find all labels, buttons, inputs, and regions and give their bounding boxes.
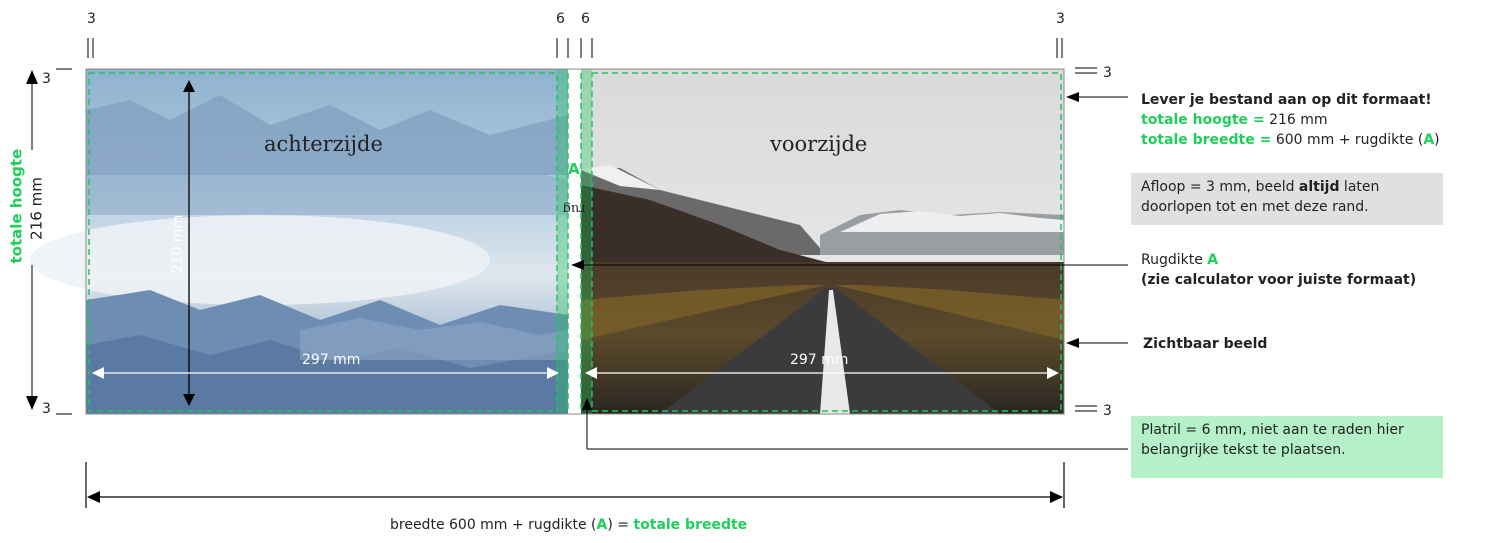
bleed-right-top-label: 3 (1103, 65, 1112, 81)
back-cover-title: achterzijde (264, 132, 383, 156)
trim-outline (85, 68, 1065, 415)
spine-note: Rugdikte A (zie calculator voor juiste f… (1141, 250, 1416, 290)
total-height-title: totale hoogte (7, 148, 26, 264)
deliver-height-label: totale hoogte = (1141, 112, 1265, 128)
bleed-top-left-label: 3 (87, 11, 96, 27)
front-width-arrow (585, 367, 1059, 379)
bleed-top-right-label: 3 (1056, 11, 1065, 27)
hinge-note: Platril = 6 mm, niet aan te raden hier b… (1131, 416, 1443, 478)
bleed-left-top-label: 3 (42, 71, 51, 87)
spine-note-letter: A (1207, 252, 1219, 268)
deliver-note: Lever je bestand aan op dit formaat! tot… (1141, 90, 1440, 150)
total-height-value: 216 mm (27, 177, 46, 240)
spine-note-sub: (zie calculator voor juiste formaat) (1141, 272, 1417, 288)
total-width-arrow (85, 462, 1065, 508)
spine-note-line: Rugdikte A (1141, 250, 1416, 270)
caption-highlight: totale breedte (633, 517, 748, 533)
left-height-arrow (26, 68, 72, 415)
callout-lines (571, 92, 1128, 450)
top-ticks (87, 38, 1063, 58)
back-width-label: 297 mm (302, 352, 361, 368)
hinge-left-label: 6 (556, 11, 565, 27)
spine-word: rug (562, 201, 586, 216)
spine-letter: A (568, 160, 580, 178)
back-width-arrow (92, 367, 559, 379)
bleed-note-bold: altijd (1298, 179, 1340, 195)
front-width-label: 297 mm (790, 352, 849, 368)
caption-middle: ) = (607, 517, 634, 533)
spine-note-label: Rugdikte (1141, 252, 1208, 268)
deliver-width-suffix: ) (1434, 132, 1440, 148)
back-cover-image (30, 69, 568, 414)
front-cover-title: voorzijde (770, 132, 868, 156)
inner-height-label: 210 mm (170, 214, 186, 274)
right-ticks (1075, 67, 1097, 412)
deliver-width-prefix: 600 mm + rugdikte ( (1275, 132, 1424, 148)
total-width-caption: breedte 600 mm + rugdikte (A) = totale b… (390, 518, 747, 532)
deliver-width-line: totale breedte = 600 mm + rugdikte (A) (1141, 130, 1440, 150)
bleed-note-text-1: Afloop = 3 mm, beeld (1141, 179, 1299, 195)
bleed-note: Afloop = 3 mm, beeld altijd laten doorlo… (1131, 173, 1443, 225)
bleed-note-text-2: laten doorlopen tot en met deze rand. (1141, 179, 1380, 215)
deliver-width-label: totale breedte = (1141, 132, 1272, 148)
caption-letter: A (596, 517, 608, 533)
caption-prefix: breedte 600 mm + rugdikte ( (390, 517, 597, 533)
visible-image-note: Zichtbaar beeld (1143, 336, 1268, 352)
bleed-guide (88, 72, 1062, 412)
bleed-left-bottom-label: 3 (42, 401, 51, 417)
height-arrow (183, 80, 195, 406)
bleed-right-bottom-label: 3 (1103, 403, 1112, 419)
deliver-height-value: 216 mm (1269, 112, 1328, 128)
deliver-height-line: totale hoogte = 216 mm (1141, 110, 1440, 130)
deliver-width-letter: A (1423, 132, 1435, 148)
spine (557, 69, 592, 414)
deliver-title: Lever je bestand aan op dit formaat! (1141, 92, 1432, 108)
hinge-right-label: 6 (581, 11, 590, 27)
front-cover-image (581, 69, 1064, 414)
